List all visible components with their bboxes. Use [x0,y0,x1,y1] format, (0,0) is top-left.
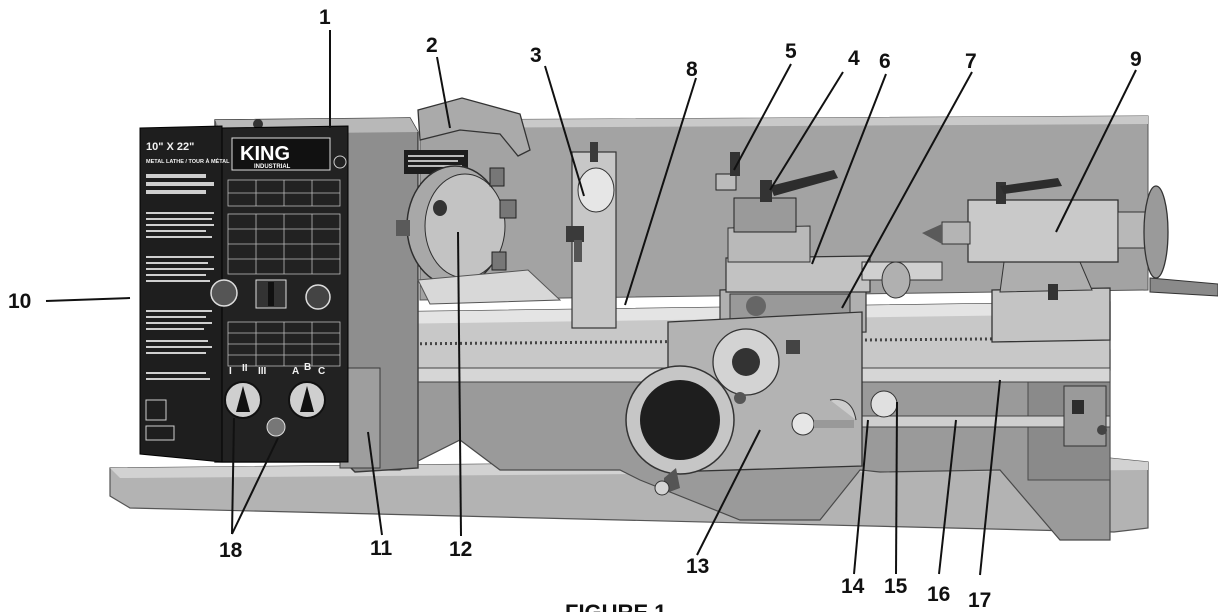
figure-caption: FIGURE 1 [565,600,666,612]
callout-14: 14 [841,575,865,598]
callout-13: 13 [686,555,709,578]
selector-a-label-2: II [242,363,248,374]
callout-8: 8 [686,58,698,81]
selector-a-label-3: III [258,366,267,377]
selector-a-label-1: I [229,366,232,377]
brand-logo-sub: INDUSTRIAL [254,164,291,170]
tool-post [733,197,797,233]
callout-7: 7 [965,50,977,73]
selector-b-label-3: C [318,366,325,377]
thread-dial [791,412,815,436]
callout-4: 4 [848,47,860,70]
tailstock [922,178,1218,343]
callout-10: 10 [8,290,31,313]
lathe-illustration: 10" X 22" METAL LATHE / TOUR À MÉTAL KIN… [109,97,1218,541]
emergency-stop-button [210,279,238,307]
panel-fine-print [145,174,214,441]
half-nut-lever [870,390,898,418]
callout-12: 12 [449,538,472,561]
speed-chart [227,179,341,367]
callout-2: 2 [426,34,438,57]
callout-18: 18 [219,539,243,562]
callout-16: 16 [927,583,950,606]
callout-6: 6 [879,50,891,73]
callout-17: 17 [968,589,991,612]
model-plate-sub: METAL LATHE / TOUR À MÉTAL [146,157,230,165]
callout-labels: 1 2 3 4 5 6 7 8 9 10 11 12 13 14 15 16 1… [8,6,1142,612]
callout-5: 5 [785,40,797,63]
callout-11: 11 [370,537,393,560]
steady-rest [566,142,617,329]
tailstock-handwheel [1143,185,1169,279]
callout-15: 15 [884,575,908,598]
callout-3: 3 [530,44,542,67]
selector-b-label-1: A [292,366,299,377]
base-tray [109,457,1149,533]
brand-logo: KING [240,143,290,165]
leader-lines [45,30,1137,576]
model-plate: 10" X 22" [146,141,194,153]
cross-slide [725,255,871,293]
callout-9: 9 [1130,48,1142,71]
chuck-guard [417,97,531,157]
oil-sight-glass [266,417,286,437]
speed-control-knob [305,284,331,310]
selector-b-label-2: B [304,362,311,373]
callout-1: 1 [319,6,331,29]
tool-post-handle [770,170,838,196]
